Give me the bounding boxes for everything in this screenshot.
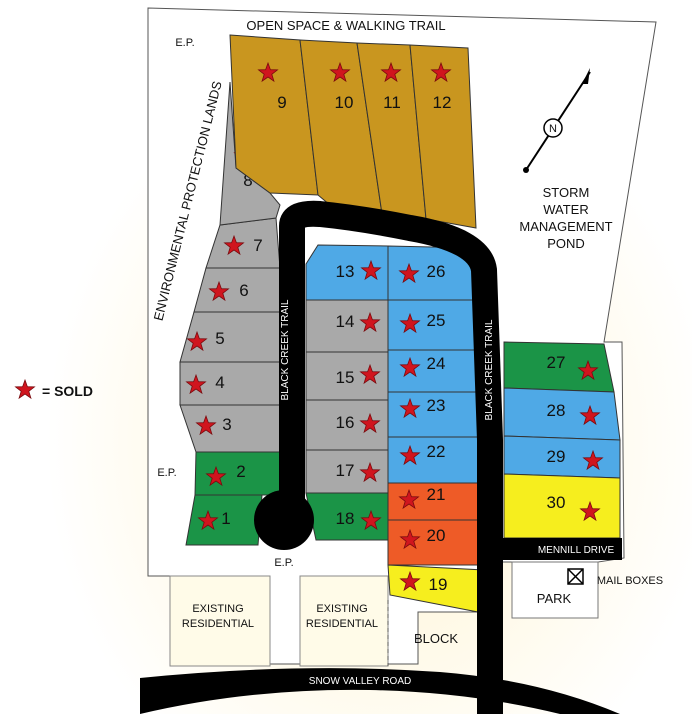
lot-18: 18: [305, 492, 389, 541]
lot-28: 28: [503, 387, 621, 441]
lot-6-parcel: [193, 267, 281, 313]
lot-21: 21: [387, 482, 479, 521]
ep-label-bottom: E.P.: [274, 557, 293, 569]
lot-16-number: 16: [336, 413, 355, 432]
legend-star-icon: [15, 379, 35, 399]
lot-26-number: 26: [427, 262, 446, 281]
lot-22: 22: [387, 436, 479, 484]
storm-water-line-3: MANAGEMENT: [519, 219, 612, 234]
lot-17-number: 17: [336, 461, 355, 480]
snow-valley-road: [140, 668, 620, 714]
existing-residential-left: [169, 575, 271, 667]
lot-24: 24: [387, 349, 479, 393]
lot-27-number: 27: [547, 353, 566, 372]
lot-1-number: 1: [221, 509, 230, 528]
black-creek-trail-road: [279, 200, 503, 714]
ep-label-top: E.P.: [175, 37, 194, 49]
lot-12-number: 12: [433, 93, 452, 112]
lot-30: 30: [503, 473, 621, 539]
lot-5: 5: [179, 311, 281, 363]
lot-8-number: 8: [243, 171, 252, 190]
existing-residential-left-2: RESIDENTIAL: [182, 618, 254, 630]
lot-10-number: 10: [335, 93, 354, 112]
mennill-drive-road: [490, 538, 622, 560]
park-area: [511, 561, 599, 619]
lot-30-number: 30: [547, 493, 566, 512]
lot-11-number: 11: [383, 93, 401, 112]
lot-20: 20: [387, 519, 479, 566]
lot-12-parcel: [409, 44, 477, 229]
lot-7-number: 7: [253, 236, 262, 255]
lot-14: 14: [305, 299, 389, 353]
lot-29-number: 29: [547, 447, 566, 466]
lot-15-number: 15: [336, 368, 355, 387]
lot-6-number: 6: [239, 281, 248, 300]
lot-23: 23: [387, 391, 479, 438]
lot-13-number: 13: [336, 262, 355, 281]
trail-label-right: BLACK CREEK TRAIL: [484, 319, 495, 420]
lot-1: 1: [185, 494, 263, 546]
lot-20-number: 20: [427, 526, 446, 545]
lot-29: 29: [503, 435, 621, 479]
lot-21-number: 21: [427, 485, 446, 504]
existing-residential-right-1: EXISTING: [316, 603, 367, 615]
legend: = SOLD: [15, 379, 93, 399]
ep-label-left: E.P.: [157, 467, 176, 479]
lot-25: 25: [387, 299, 479, 351]
lot-19-number: 19: [429, 575, 448, 594]
cul-de-sac: [254, 490, 314, 550]
lot-16: 16: [305, 399, 389, 451]
lot-9-parcel: [229, 34, 319, 196]
lot-12: 12: [409, 44, 477, 229]
existing-residential-right: [299, 575, 389, 667]
existing-residential-right-2: RESIDENTIAL: [306, 618, 378, 630]
lot-22-number: 22: [427, 442, 446, 461]
storm-water-line-2: WATER: [543, 202, 589, 217]
lot-9-number: 9: [277, 93, 286, 112]
park-label: PARK: [537, 591, 572, 606]
lot-4: 4: [179, 361, 281, 406]
lot-13: 13: [305, 244, 389, 301]
block-label: BLOCK: [414, 631, 458, 646]
trail-label-left: BLACK CREEK TRAIL: [280, 299, 291, 400]
lot-5-number: 5: [215, 329, 224, 348]
lot-2-number: 2: [236, 462, 245, 481]
lot-23-number: 23: [427, 396, 446, 415]
existing-residential-left-1: EXISTING: [192, 603, 243, 615]
lot-4-number: 4: [215, 373, 224, 392]
north-arrow-icon: N: [523, 68, 591, 173]
legend-sold-label: = SOLD: [42, 383, 93, 399]
lot-17: 17: [305, 449, 389, 494]
storm-water-line-1: STORM: [543, 185, 590, 200]
lot-2: 2: [194, 451, 281, 496]
lot-3: 3: [179, 404, 281, 453]
lot-14-number: 14: [336, 312, 355, 331]
mail-boxes-label: MAIL BOXES: [597, 575, 663, 587]
lot-25-number: 25: [427, 311, 446, 330]
mennill-drive-label: MENNILL DRIVE: [538, 545, 615, 556]
lot-24-number: 24: [427, 354, 446, 373]
mailbox-icon: [567, 568, 584, 585]
open-space-label: OPEN SPACE & WALKING TRAIL: [246, 18, 445, 33]
north-label: N: [549, 123, 557, 135]
snow-valley-road-label: SNOW VALLEY ROAD: [309, 676, 411, 687]
lot-6: 6: [193, 267, 281, 313]
lot-28-number: 28: [547, 401, 566, 420]
lot-3-number: 3: [222, 415, 231, 434]
storm-water-line-4: POND: [547, 236, 585, 251]
lot-15: 15: [305, 351, 389, 401]
lot-9: 9: [229, 34, 319, 196]
lot-18-number: 18: [336, 509, 355, 528]
lot-27: 27: [503, 341, 615, 393]
